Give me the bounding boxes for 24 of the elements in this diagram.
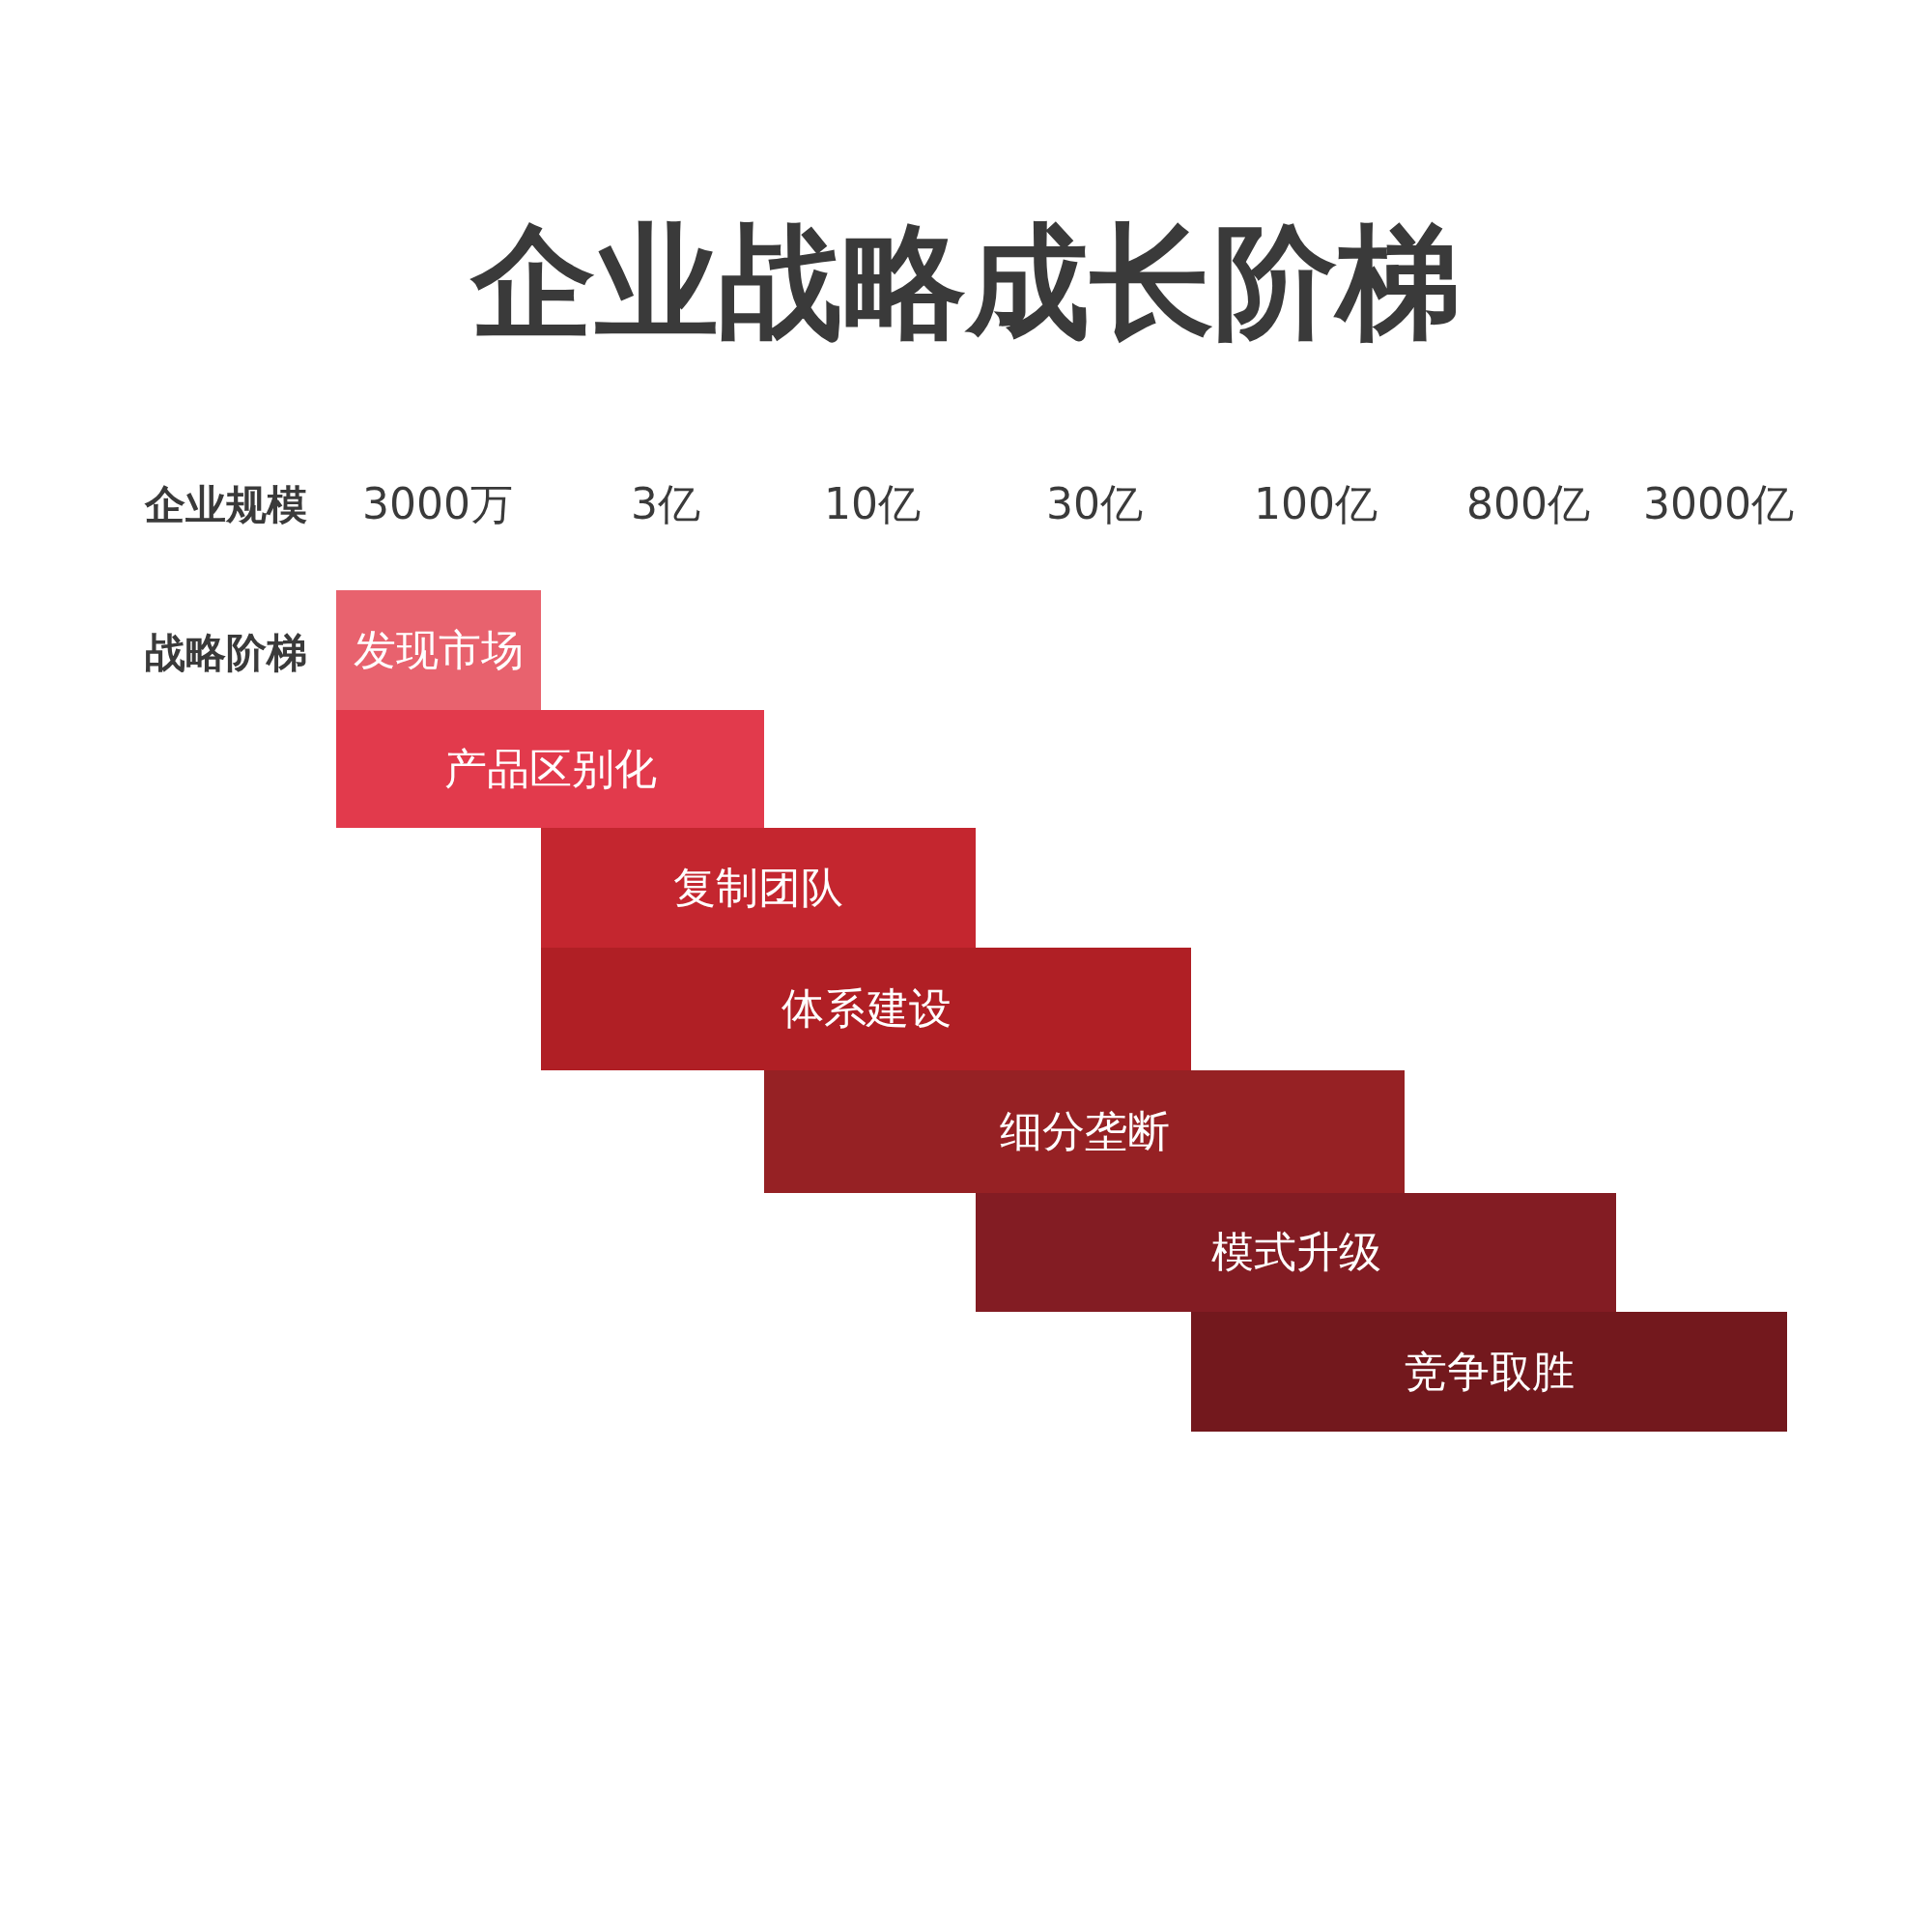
scale-label: 3亿 <box>630 478 701 530</box>
scale-label: 800亿 <box>1465 478 1591 530</box>
stage-bar <box>336 710 764 828</box>
row-heading: 战略阶梯 <box>145 628 307 678</box>
stage-label: 竞争取胜 <box>1404 1345 1575 1398</box>
stage-label: 模式升级 <box>1210 1226 1381 1278</box>
scale-label: 3000亿 <box>1642 478 1795 530</box>
scale-label: 3000万 <box>361 478 514 530</box>
stage-label: 体系建设 <box>781 982 952 1035</box>
scale-label: 30亿 <box>1045 478 1144 530</box>
stage-bar <box>764 1070 1405 1193</box>
stage-bar <box>976 1193 1616 1312</box>
stage-label: 发现市场 <box>354 623 524 676</box>
stage-bar <box>1191 1312 1787 1432</box>
stage-bar <box>541 948 1191 1070</box>
row-heading: 企业规模 <box>145 480 307 530</box>
stage-label: 复制团队 <box>673 861 843 914</box>
stage-bar <box>336 590 541 710</box>
scale-label: 100亿 <box>1253 478 1378 530</box>
stage-label: 产品区别化 <box>443 742 657 795</box>
stage-bar <box>541 828 976 948</box>
stage-label: 细分垄断 <box>999 1105 1170 1157</box>
title: 企业战略成长阶梯 <box>469 209 1462 355</box>
scale-label: 10亿 <box>823 478 922 530</box>
